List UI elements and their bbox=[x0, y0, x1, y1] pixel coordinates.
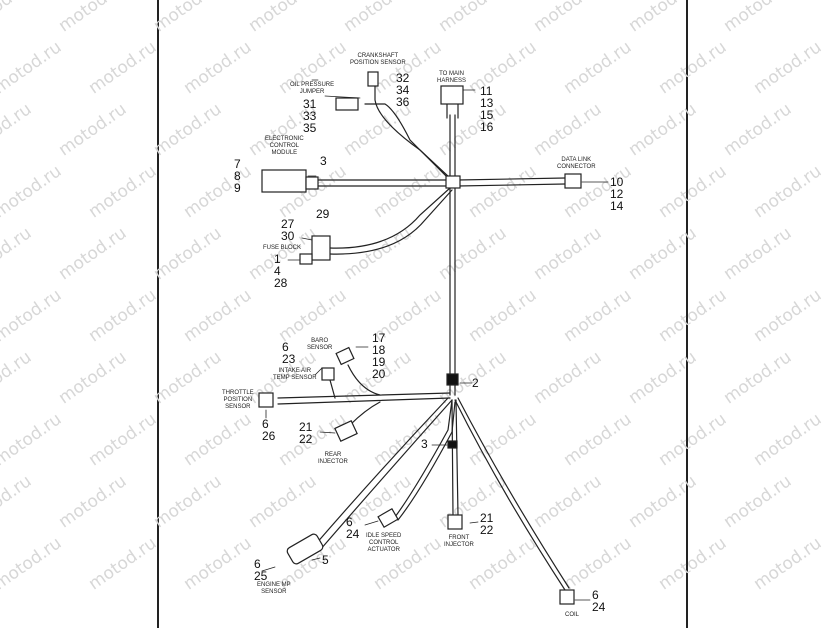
callout-tps: 6 26 bbox=[262, 417, 276, 443]
oil-pressure-jumper-connector bbox=[335, 97, 359, 111]
diagram-frame bbox=[157, 0, 688, 628]
junction-clip-upper bbox=[445, 175, 461, 189]
callout-rear-injector: 21 22 bbox=[299, 420, 313, 446]
callout-front-injector: 21 22 bbox=[480, 511, 494, 537]
callout-data-link: 10 12 14 bbox=[610, 175, 624, 213]
wire-ecm bbox=[317, 179, 448, 187]
label-baro-sensor: BARO SENSOR bbox=[307, 338, 333, 351]
label-engine-map: ENGINE MP SENSOR bbox=[257, 582, 291, 595]
callout-coil: 6 24 bbox=[592, 588, 606, 614]
baro-sensor-connector bbox=[335, 346, 355, 366]
wire-iat bbox=[329, 379, 336, 399]
callout-ecm-left: 7 8 9 bbox=[234, 157, 241, 195]
wire-fuse bbox=[329, 187, 451, 249]
wire-tps bbox=[277, 392, 451, 405]
callout-clip: 3 bbox=[421, 437, 428, 451]
callout-map-left: 6 25 bbox=[254, 557, 268, 583]
label-to-main-harness: TO MAIN HARNESS bbox=[437, 71, 467, 84]
engine-map-sensor bbox=[286, 533, 324, 565]
callout-baro: 17 18 19 20 bbox=[372, 331, 386, 381]
wire-to-main bbox=[446, 102, 459, 119]
wire-front-inj bbox=[451, 399, 459, 516]
coil-connector bbox=[559, 589, 575, 605]
label-front-injector: FRONT INJECTOR bbox=[444, 535, 474, 548]
callout-fuse-tl: 27 30 bbox=[281, 217, 295, 243]
callout-junction: 2 bbox=[472, 376, 479, 390]
callout-crank: 32 34 36 bbox=[396, 71, 410, 109]
throttle-position-connector bbox=[258, 392, 274, 408]
label-idle-speed: IDLE SPEED CONTROL ACTUATOR bbox=[366, 533, 402, 553]
callout-main: 11 13 15 16 bbox=[480, 84, 494, 134]
callout-iat: 6 23 bbox=[282, 340, 296, 366]
callout-isc: 6 24 bbox=[346, 515, 360, 541]
data-link-connector bbox=[564, 173, 582, 189]
wire-data-link bbox=[457, 177, 566, 187]
ecm-connector bbox=[261, 169, 307, 193]
wire-coil bbox=[454, 397, 570, 591]
rear-injector-connector bbox=[334, 420, 358, 442]
wire-oil bbox=[364, 103, 451, 181]
main-trunk bbox=[449, 114, 456, 376]
clip-3 bbox=[447, 440, 458, 449]
callout-oil: 31 33 35 bbox=[303, 97, 317, 135]
wire-map bbox=[314, 397, 453, 551]
fuse-block-connector bbox=[311, 235, 331, 261]
callout-fuse-bl: 1 4 28 bbox=[274, 252, 288, 290]
label-throttle-position: THROTTLE POSITION SENSOR bbox=[222, 390, 254, 410]
label-crankshaft-sensor: CRANKSHAFT POSITION SENSOR bbox=[350, 53, 406, 66]
label-intake-air-temp: INTAKE AIR TEMP SENSOR bbox=[273, 368, 317, 381]
label-oil-pressure-jumper: OIL PRESSURE JUMPER bbox=[290, 82, 335, 95]
callout-ecm-right: 3 bbox=[320, 154, 327, 168]
label-ecm: ELECTRONIC CONTROL MODULE bbox=[265, 136, 304, 156]
idle-speed-connector bbox=[377, 507, 399, 529]
junction-clip-lower bbox=[446, 373, 459, 386]
label-coil: COIL bbox=[565, 612, 580, 618]
wire-rear-inj bbox=[349, 401, 381, 426]
label-rear-injector: REAR INJECTOR bbox=[318, 452, 348, 465]
wire-baro bbox=[347, 364, 381, 396]
lower-trunk bbox=[449, 384, 456, 396]
callout-map-right: 5 bbox=[322, 553, 329, 567]
wire-isc bbox=[394, 399, 456, 521]
wire-crank bbox=[374, 82, 451, 179]
callout-fuse-top: 29 bbox=[316, 207, 330, 221]
label-data-link: DATA LINK CONNECTOR bbox=[557, 157, 596, 170]
main-harness-connector bbox=[440, 85, 464, 105]
crankshaft-sensor-connector bbox=[367, 71, 379, 87]
label-fuse-block: FUSE BLOCK bbox=[263, 245, 302, 251]
intake-air-temp-connector bbox=[321, 367, 335, 381]
leader-lines bbox=[261, 79, 609, 601]
front-injector-connector bbox=[447, 514, 463, 530]
